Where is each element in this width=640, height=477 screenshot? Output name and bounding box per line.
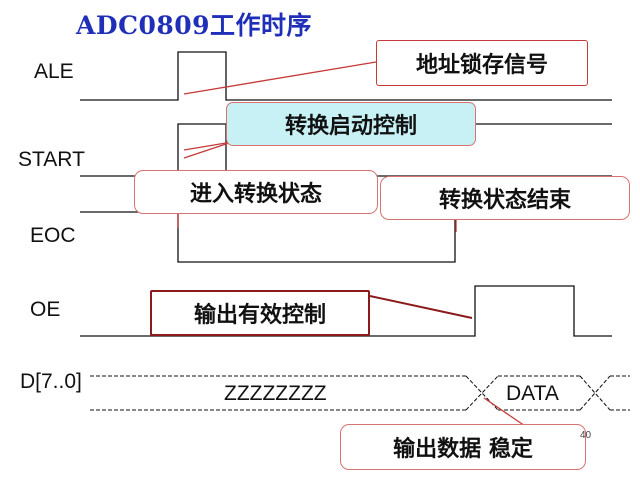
ale-waveform bbox=[80, 51, 612, 101]
signal-label-oe: OE bbox=[30, 298, 61, 321]
callout-output-stable: 输出数据 稳定 bbox=[340, 424, 586, 470]
signal-label-start: START bbox=[18, 148, 85, 171]
callout-output-enable: 输出有效控制 bbox=[150, 290, 370, 336]
callout-conversion-end: 转换状态结束 bbox=[380, 176, 630, 220]
signal-label-eoc: EOC bbox=[30, 224, 76, 247]
leader-start-2 bbox=[183, 141, 233, 159]
signal-label-ale: ALE bbox=[34, 60, 74, 83]
oe-waveform bbox=[80, 285, 612, 337]
callout-conversion-start: 转换启动控制 bbox=[226, 102, 476, 146]
bus-value-high-z: ZZZZZZZZ bbox=[224, 382, 327, 405]
leader-output-enable bbox=[369, 295, 473, 319]
data-bus-waveform bbox=[90, 375, 630, 411]
page-title: ADC0809工作时序 bbox=[76, 11, 313, 40]
callout-enter-conversion: 进入转换状态 bbox=[134, 170, 378, 214]
callout-address-latch: 地址锁存信号 bbox=[376, 40, 588, 86]
signal-label-data-bus: D[7..0] bbox=[20, 370, 82, 393]
bus-value-data: DATA bbox=[506, 382, 559, 405]
page-number: 40 bbox=[580, 430, 592, 441]
leader-output-stable bbox=[483, 397, 529, 429]
leader-address-latch bbox=[183, 61, 377, 95]
leader-start-1 bbox=[183, 141, 233, 151]
